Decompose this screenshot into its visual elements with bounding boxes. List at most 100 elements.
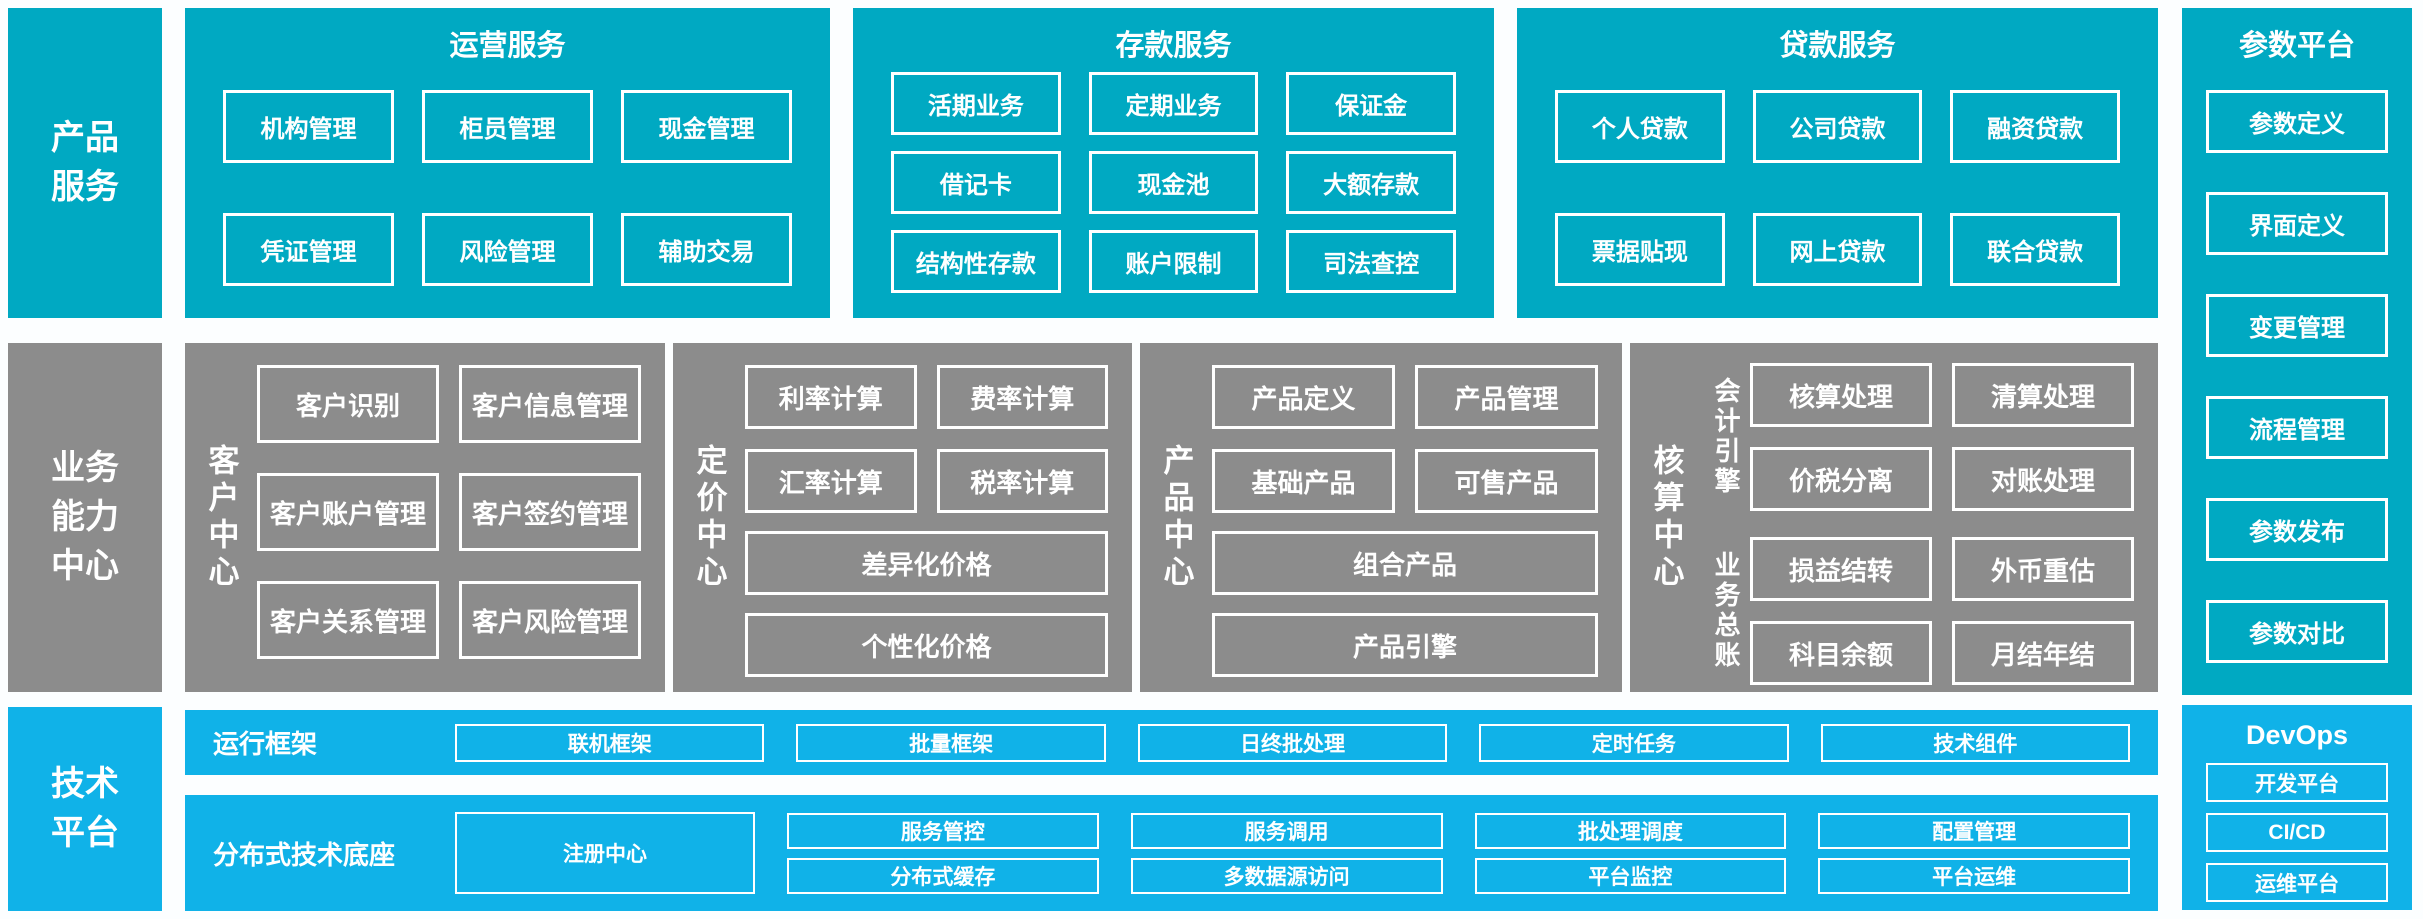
section-title: 参数平台 [2238, 30, 2355, 62]
module-box: 配置管理 [1818, 812, 2130, 849]
module-box: 产品引擎 [1212, 613, 1598, 677]
module-box: 产品定义 [1212, 365, 1395, 429]
module-box: 外币重估 [1952, 537, 2134, 601]
module-box: 月结年结 [1952, 621, 2134, 685]
module-box: 清算处理 [1952, 363, 2134, 427]
module-box: 损益结转 [1750, 537, 1932, 601]
runtime-items: 联机框架 批量框架 日终批处理 定时任务 技术组件 [455, 723, 2131, 762]
section-vertical-label: 客户中心 [203, 443, 239, 592]
module-box: CI/CD [2206, 813, 2388, 852]
section-label: 运行框架 [213, 729, 318, 759]
loan-grid: 个人贷款 公司贷款 融资贷款 票据贴现 网上贷款 联合贷款 [1555, 90, 2120, 286]
module-box: 机构管理 [223, 90, 394, 163]
module-box: 基础产品 [1212, 449, 1395, 513]
section-distributed-base: 分布式技术底座 注册中心 服务管控 分布式缓存 服务调用 多数据源访问 批处理调… [185, 795, 2158, 911]
section-operations: 运营服务 机构管理 柜员管理 现金管理 凭证管理 风险管理 辅助交易 [185, 8, 830, 318]
module-box: 票据贴现 [1555, 213, 1725, 286]
module-box: 批量框架 [796, 723, 1106, 762]
section-title: 贷款服务 [1779, 30, 1896, 62]
module-box: 账户限制 [1088, 230, 1259, 293]
module-box: 公司贷款 [1752, 90, 1923, 163]
module-box: 税率计算 [936, 449, 1108, 513]
group-vertical-label: 业务总账 [1711, 551, 1741, 671]
module-box: 客户签约管理 [459, 473, 641, 551]
section-vertical-label: 产品中心 [1158, 443, 1194, 592]
section-deposit: 存款服务 活期业务 定期业务 保证金 借记卡 现金池 大额存款 结构性存款 账户… [853, 8, 1494, 318]
business-ledger-group: 业务总账 损益结转 外币重估 科目余额 月结年结 [1702, 537, 2134, 685]
module-box: 个性化价格 [745, 613, 1108, 677]
module-box: 多数据源访问 [1130, 857, 1443, 894]
module-box: 日终批处理 [1137, 723, 1448, 762]
row-label-tech-platform: 技术 平台 [8, 707, 162, 911]
module-box: 借记卡 [891, 151, 1061, 214]
module-box: 活期业务 [891, 72, 1061, 135]
module-box: 定期业务 [1088, 72, 1259, 135]
section-label: 分布式技术底座 [213, 839, 396, 870]
module-box: 客户关系管理 [257, 581, 439, 659]
product-grid: 产品定义 产品管理 基础产品 可售产品 [1212, 365, 1598, 513]
module-box: 定时任务 [1479, 723, 1789, 762]
module-box: 服务调用 [1130, 812, 1443, 849]
module-box: 可售产品 [1415, 449, 1598, 513]
module-box: 客户账户管理 [257, 473, 439, 551]
module-box: 核算处理 [1750, 363, 1932, 427]
module-box: 利率计算 [745, 365, 917, 429]
section-vertical-label: 定价中心 [691, 443, 727, 592]
module-box: 个人贷款 [1555, 90, 1725, 163]
customer-grid: 客户识别 客户信息管理 客户账户管理 客户签约管理 客户关系管理 客户风险管理 [257, 365, 641, 659]
section-title: DevOps [2245, 720, 2349, 750]
section-accounting-center: 核算中心 会计引擎 核算处理 清算处理 价税分离 对账处理 业务总账 损益结转 … [1630, 343, 2158, 692]
section-parameter-platform: 参数平台 参数定义 界面定义 变更管理 流程管理 参数发布 参数对比 [2182, 8, 2412, 695]
module-box: 科目余额 [1750, 621, 1932, 685]
module-box: 注册中心 [455, 812, 755, 894]
distributed-columns: 服务管控 分布式缓存 服务调用 多数据源访问 批处理调度 平台监控 配置管理 平… [787, 812, 2130, 894]
module-box: 运维平台 [2206, 863, 2388, 902]
module-box: 现金池 [1088, 151, 1259, 214]
module-box: 对账处理 [1952, 447, 2134, 511]
pricing-grid: 利率计算 费率计算 汇率计算 税率计算 [745, 365, 1108, 513]
module-box: 网上贷款 [1752, 213, 1923, 286]
module-box: 批处理调度 [1474, 812, 1787, 849]
module-box: 费率计算 [936, 365, 1108, 429]
row-label-business-center: 业务 能力 中心 [8, 343, 162, 692]
module-box: 司法查控 [1286, 230, 1456, 293]
section-devops: DevOps 开发平台 CI/CD 运维平台 [2182, 705, 2412, 910]
module-box: 客户风险管理 [459, 581, 641, 659]
operations-grid: 机构管理 柜员管理 现金管理 凭证管理 风险管理 辅助交易 [223, 90, 792, 286]
module-box: 联合贷款 [1950, 213, 2120, 286]
section-vertical-label: 核算中心 [1648, 443, 1684, 592]
group-vertical-label: 会计引擎 [1711, 377, 1741, 497]
module-box: 变更管理 [2206, 294, 2388, 357]
module-box: 开发平台 [2206, 763, 2388, 802]
module-box: 客户识别 [257, 365, 439, 443]
devops-stack: 开发平台 CI/CD 运维平台 [2206, 763, 2388, 902]
module-box: 保证金 [1286, 72, 1456, 135]
module-box: 联机框架 [455, 723, 765, 762]
module-box: 融资贷款 [1950, 90, 2120, 163]
module-box: 产品管理 [1415, 365, 1598, 429]
module-box: 辅助交易 [621, 213, 792, 286]
module-box: 流程管理 [2206, 396, 2388, 459]
section-pricing-center: 定价中心 利率计算 费率计算 汇率计算 税率计算 差异化价格 个性化价格 [673, 343, 1132, 692]
module-box: 技术组件 [1820, 723, 2131, 762]
module-box: 结构性存款 [891, 230, 1061, 293]
module-box: 差异化价格 [745, 531, 1108, 595]
parameter-stack: 参数定义 界面定义 变更管理 流程管理 参数发布 参数对比 [2206, 90, 2388, 663]
module-box: 汇率计算 [745, 449, 917, 513]
section-runtime-framework: 运行框架 联机框架 批量框架 日终批处理 定时任务 技术组件 [185, 710, 2158, 775]
module-box: 平台监控 [1474, 857, 1787, 894]
module-box: 价税分离 [1750, 447, 1932, 511]
section-title: 运营服务 [449, 30, 566, 62]
section-title: 存款服务 [1115, 30, 1232, 62]
module-box: 风险管理 [422, 213, 593, 286]
section-loan: 贷款服务 个人贷款 公司贷款 融资贷款 票据贴现 网上贷款 联合贷款 [1517, 8, 2158, 318]
section-customer-center: 客户中心 客户识别 客户信息管理 客户账户管理 客户签约管理 客户关系管理 客户… [185, 343, 665, 692]
module-box: 分布式缓存 [787, 857, 1099, 894]
module-box: 组合产品 [1212, 531, 1598, 595]
row-label-product-services: 产品 服务 [8, 8, 162, 318]
deposit-grid: 活期业务 定期业务 保证金 借记卡 现金池 大额存款 结构性存款 账户限制 司法… [891, 72, 1456, 293]
accounting-engine-group: 会计引擎 核算处理 清算处理 价税分离 对账处理 [1702, 363, 2134, 511]
module-box: 平台运维 [1818, 857, 2130, 894]
module-box: 参数对比 [2206, 600, 2388, 663]
